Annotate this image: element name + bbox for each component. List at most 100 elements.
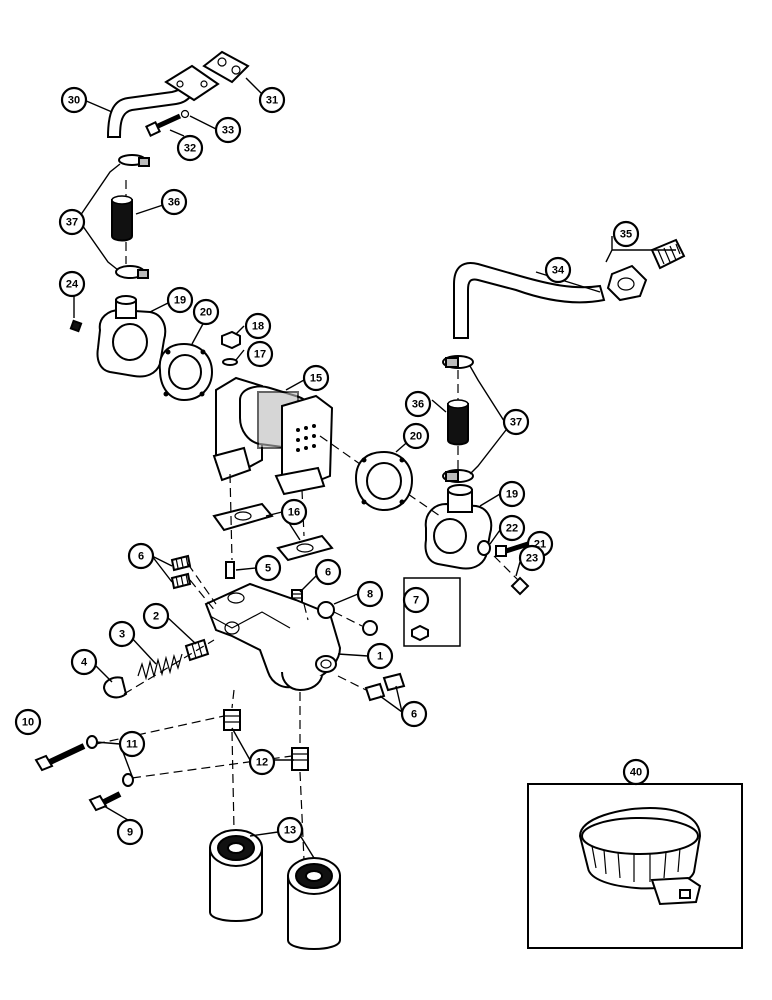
callout-circle [314, 558, 342, 586]
part-32-bolt [145, 113, 182, 137]
part-13-filter-left [209, 829, 263, 922]
callout-number: 33 [222, 125, 234, 137]
callout-c24: 24 [58, 270, 86, 298]
callout-c5: 5 [254, 554, 282, 582]
part-17-washer [222, 358, 238, 366]
callout-c40: 40 [622, 758, 650, 786]
part-10-bolt [34, 743, 86, 772]
callout-circle [58, 208, 86, 236]
part-36-hose-left [111, 195, 133, 242]
callout-c8: 8 [356, 580, 384, 608]
callout-c11: 11 [118, 730, 146, 758]
callout-circle [142, 602, 170, 630]
callout-c37b: 37 [502, 408, 530, 436]
part-19-elbow-housing-right [424, 484, 493, 570]
callout-number: 24 [66, 279, 79, 291]
callout-circle [400, 700, 428, 728]
callout-number: 35 [620, 229, 632, 241]
callout-number: 5 [265, 563, 271, 575]
callout-number: 31 [266, 95, 278, 107]
callout-circle [176, 134, 204, 162]
callout-number: 7 [413, 595, 419, 607]
callout-c13: 13 [276, 816, 304, 844]
callout-number: 12 [256, 757, 268, 769]
part-37-clamp-upper-left [118, 154, 150, 167]
callout-c35: 35 [612, 220, 640, 248]
callout-number: 34 [552, 265, 565, 277]
callout-c16: 16 [280, 498, 308, 526]
callout-number: 22 [506, 523, 518, 535]
callout-number: 16 [288, 507, 300, 519]
callout-c19a: 19 [166, 286, 194, 314]
part-37-clamp-lower-left [115, 265, 149, 279]
callout-number: 9 [127, 827, 133, 839]
callout-circle [276, 816, 304, 844]
callout-circle [502, 408, 530, 436]
callout-number: 20 [410, 431, 422, 443]
callout-number: 10 [22, 717, 34, 729]
callout-number: 13 [284, 825, 296, 837]
part-15-oil-cooler [212, 376, 334, 496]
callout-number: 37 [66, 217, 78, 229]
callout-c4: 4 [70, 648, 98, 676]
callout-c18: 18 [244, 312, 272, 340]
callout-circle [118, 730, 146, 758]
callout-circle [404, 390, 432, 418]
part-34-oil-tube [453, 262, 606, 339]
part-18-nut [221, 330, 241, 350]
part-37-clamp-lower-right [442, 469, 474, 483]
callout-circle [612, 220, 640, 248]
callout-circle [60, 86, 88, 114]
part-20-gasket-left [158, 342, 214, 402]
callout-circle [127, 542, 155, 570]
callout-c23: 23 [518, 544, 546, 572]
part-24-plug [69, 319, 83, 333]
callout-c36b: 36 [404, 390, 432, 418]
callout-circle [498, 480, 526, 508]
callout-c34: 34 [544, 256, 572, 284]
part-40-wrench-inset [527, 783, 743, 949]
callout-circle [248, 748, 276, 776]
callout-circle [116, 818, 144, 846]
leader-lines [73, 77, 676, 859]
callout-number: 32 [184, 143, 196, 155]
callout-c30: 30 [60, 86, 88, 114]
part-19-elbow-housing-left [96, 295, 167, 378]
callout-c17: 17 [246, 340, 274, 368]
callout-number: 40 [630, 767, 642, 779]
part-9-bolt [88, 791, 122, 812]
part-16-gaskets [212, 502, 334, 562]
part-3-spring [137, 653, 183, 681]
part-37-clamp-upper-right [442, 355, 474, 369]
part-4-cap [102, 676, 128, 699]
callout-c3: 3 [108, 620, 136, 648]
callout-number: 18 [252, 321, 264, 333]
callout-c12: 12 [248, 748, 276, 776]
part-23-fitting [510, 576, 530, 596]
callout-c7: 7 [402, 586, 430, 614]
callout-c20a: 20 [192, 298, 220, 326]
callout-circle [402, 422, 430, 450]
callout-c22: 22 [498, 514, 526, 542]
callout-circle [544, 256, 572, 284]
callout-number: 15 [310, 373, 322, 385]
callout-c36a: 36 [160, 188, 188, 216]
callout-number: 37 [510, 417, 522, 429]
callout-circle [280, 498, 308, 526]
callout-circle [58, 270, 86, 298]
part-20-gasket-right [354, 450, 414, 512]
callout-circle [244, 312, 272, 340]
callout-circle [498, 514, 526, 542]
part-6-plugs-upper-left [170, 554, 192, 590]
callout-number: 6 [411, 709, 417, 721]
callout-circle [402, 586, 430, 614]
callout-c1: 1 [366, 642, 394, 670]
callout-circle [258, 86, 286, 114]
callout-number: 19 [174, 295, 186, 307]
callout-c33: 33 [214, 116, 242, 144]
callout-c6a: 6 [127, 542, 155, 570]
part-1-filter-head [204, 582, 342, 692]
part-31-gasket [202, 50, 250, 84]
part-35-fitting [606, 238, 686, 302]
callout-circle [192, 298, 220, 326]
